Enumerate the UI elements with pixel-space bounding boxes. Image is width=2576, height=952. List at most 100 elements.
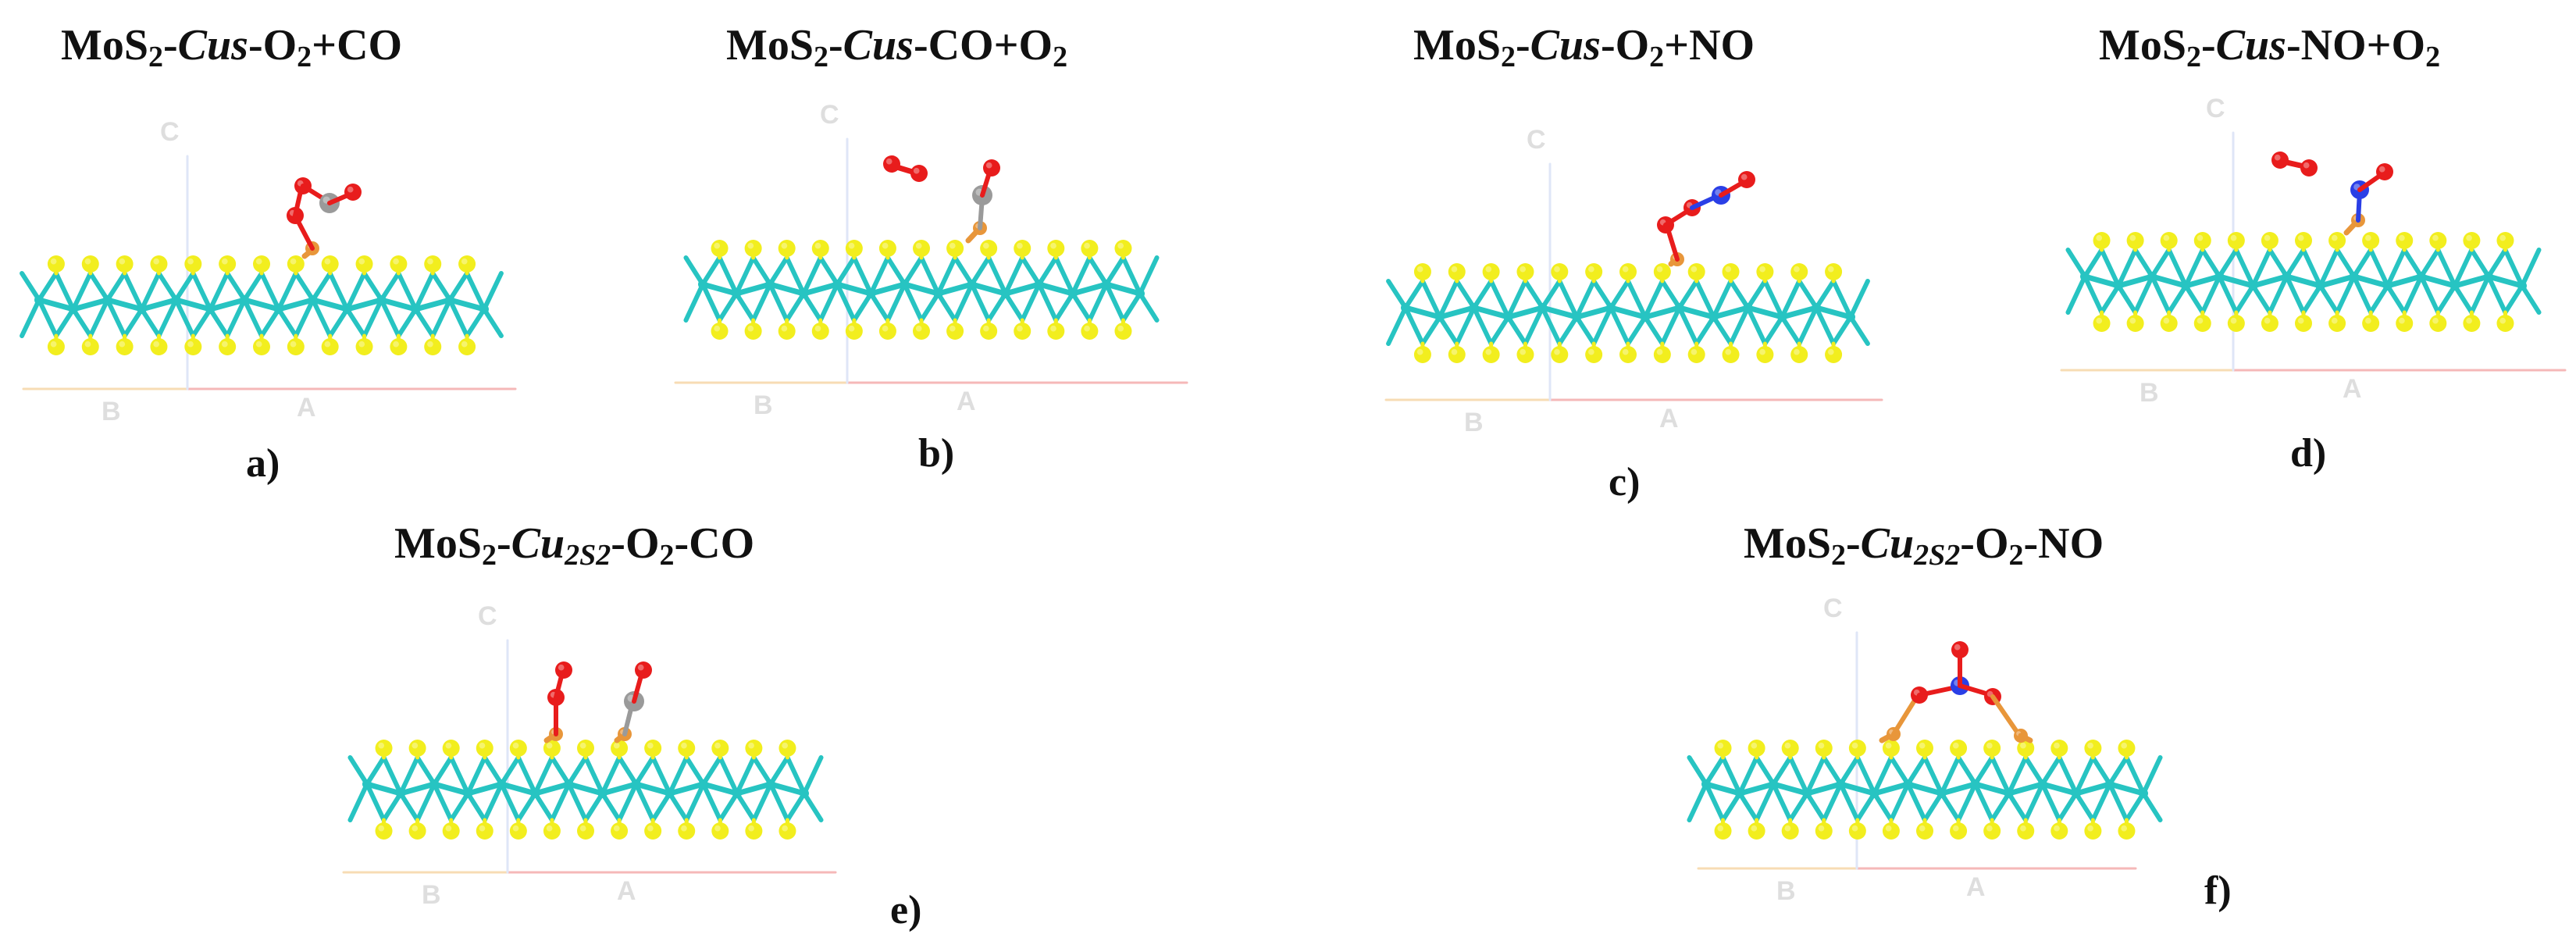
panel-b-sulfur-top-highlight — [848, 242, 855, 249]
panel-b-mos-bond — [1070, 255, 1092, 296]
panel-f-molybdenum — [1970, 779, 1980, 789]
panel-a-sulfur-bottom — [184, 338, 202, 355]
panel-f-sulfur-top — [1916, 740, 1933, 757]
panel-a-mos-bond — [447, 298, 470, 338]
panel-b-sulfur-top — [1081, 240, 1099, 257]
panel-e-sulfur-top — [678, 740, 696, 757]
panel-a-sulfur-top — [116, 255, 134, 273]
panel-d-mo-bond — [2149, 273, 2189, 289]
panel-d-mo-bond — [2485, 273, 2525, 289]
panel-f-on-bond — [1917, 685, 1958, 697]
panel-c-sulfur-top — [1482, 263, 1500, 280]
panel-c-sulfur-top-highlight — [1416, 266, 1423, 273]
panel-f-sulfur-bottom — [1950, 822, 1968, 840]
panel-f-mos-bond — [1720, 791, 1743, 822]
axis-b-letter: B — [2140, 378, 2159, 408]
panel-f-sulfur-top — [1815, 740, 1833, 757]
panel-d-mos-bond — [2200, 274, 2222, 315]
panel-c-sulfur-top-highlight — [1827, 266, 1834, 273]
panel-a-sulfur-bottom — [321, 338, 339, 355]
panel-f-mo-bond — [1972, 781, 2012, 797]
panel-b-mos-bond — [1020, 282, 1042, 323]
axis-a-letter: A — [2343, 374, 2362, 404]
panel-c-mos-bond — [1728, 305, 1751, 346]
panel-a-mos-bond — [465, 307, 486, 338]
panel-a-sulfur-top — [390, 255, 408, 273]
panel-b-mo-bond — [733, 281, 773, 297]
panel-d-sulfur-top-highlight — [2432, 234, 2439, 241]
panel-c-mos-bond — [1780, 279, 1802, 319]
panel-f-mos-bond — [1821, 782, 1844, 822]
panel-e-sulfur-bottom — [745, 822, 763, 840]
panel-a-mo-bond — [412, 297, 453, 312]
panel-c-sulfur-bottom — [1585, 346, 1603, 363]
panel-c-mo-bond — [1573, 305, 1614, 320]
panel-d-mos-bond — [2368, 248, 2390, 288]
panel-b-mo-bond — [834, 281, 874, 297]
panel-b-mos-bond — [1103, 282, 1126, 323]
panel-f-mos-bond — [1737, 755, 1759, 796]
panel-b-mos-bond — [1121, 291, 1142, 323]
panel-d-sulfur-bottom-highlight — [2331, 317, 2338, 324]
panel-c-mos-bond — [1848, 315, 1870, 346]
panel-f-label: f) — [2204, 868, 2232, 913]
panel-b-sulfur-top — [711, 240, 729, 257]
panel-c-mos-bond — [1762, 315, 1785, 346]
panel-d-sulfur-top-highlight — [2399, 234, 2405, 241]
panel-d-mos-bond — [2217, 274, 2239, 315]
panel-a-mo-bond — [105, 297, 145, 312]
panel-f-mos-bond — [2090, 755, 2112, 786]
panel-b-sulfur-top-highlight — [1017, 242, 1023, 249]
axis-a-letter: A — [297, 393, 316, 423]
panel-a-molybdenum — [376, 295, 387, 305]
panel-d-mo-bond — [2385, 273, 2425, 289]
panel-b-sulfur-bottom — [811, 323, 829, 340]
panel-f-molybdenum — [1903, 779, 1913, 789]
panel-e-sulfur-top-highlight — [613, 742, 620, 749]
panel-c-molybdenum — [1503, 312, 1513, 322]
panel-e-mos-bond — [533, 791, 554, 822]
panel-a-sulfur-top-highlight — [358, 258, 365, 265]
panel-d-mos-bond — [2301, 283, 2323, 315]
panel-b-molybdenum — [1000, 289, 1010, 298]
panel-f-mos-bond — [1888, 782, 1911, 822]
panel-d-molybdenum — [2282, 272, 2292, 281]
panel-e-mos-bond — [381, 791, 404, 822]
panel-f-mos-bond — [1771, 755, 1793, 786]
panel-d-mo-bond — [2283, 273, 2324, 289]
panel-c-sulfur-bottom-highlight — [1520, 348, 1527, 355]
panel-b-mos-bond — [801, 291, 823, 323]
panel-f-mos-bond — [1838, 755, 1860, 786]
panel-c-mos-bond — [1420, 315, 1442, 346]
panel-b-mos-bond — [851, 255, 874, 296]
panel-a-mos-bond — [447, 271, 470, 302]
panel-e-mos-bond — [482, 782, 504, 822]
panel-c-mo-bond — [1608, 305, 1648, 320]
panel-c-sulfur-bottom-highlight — [1416, 348, 1423, 355]
panel-d-mos-bond — [2166, 248, 2189, 288]
panel-c-sulfur-top-highlight — [1725, 266, 1732, 273]
panel-d-mos-bond — [2233, 248, 2256, 288]
panel-b-molybdenum — [1067, 289, 1078, 298]
panel-a-mos-bond — [20, 298, 41, 338]
panel-c-sulfur-bottom-highlight — [1759, 348, 1765, 355]
panel-f-mos-bond — [2040, 782, 2062, 822]
panel-b-mo-bond — [868, 281, 907, 297]
panel-d-mos-bond — [2183, 283, 2205, 315]
panel-a-mos-bond — [242, 298, 264, 338]
panel-c-sulfur-top — [1448, 263, 1466, 280]
panel-e-mos-bond — [617, 755, 639, 786]
panel-b-sulfur-bottom-highlight — [1017, 325, 1023, 332]
panel-b-mos-bond — [851, 291, 874, 323]
panel-f-sulfur-bottom — [1882, 822, 1900, 840]
panel-c-mos-bond — [1676, 305, 1699, 346]
panel-d-mos-bond — [2301, 248, 2323, 288]
panel-d-sulfur-top-highlight — [2197, 234, 2204, 241]
panel-a-molybdenum — [273, 305, 283, 314]
panel-f-sulfur-top — [1882, 740, 1900, 757]
panel-c-sulfur-bottom — [1825, 346, 1843, 363]
panel-f-sulfur-top-highlight — [2054, 742, 2060, 749]
panel-f-sulfur-top — [1714, 740, 1732, 757]
panel-a-sulfur-top — [321, 255, 339, 273]
panel-f-mos-bond — [1905, 755, 1927, 786]
